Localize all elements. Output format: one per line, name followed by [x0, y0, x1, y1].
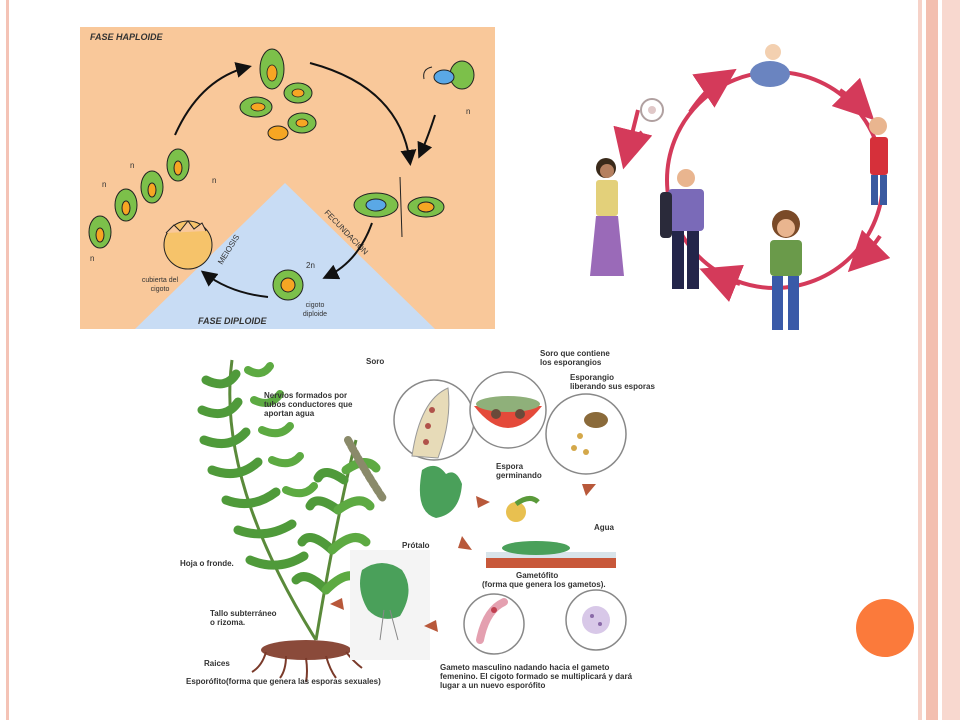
- gamete-caption-line3: lugar a un nuevo esporófito: [440, 681, 545, 690]
- fertile-pinna: [344, 436, 388, 504]
- frond-label: Hoja o fronde.: [180, 559, 234, 568]
- alga-life-cycle-diagram: FASE HAPLOIDE FASE DIPLOIDE MEIOSIS FECU…: [80, 27, 495, 329]
- young-sporophyte: [350, 550, 430, 660]
- sporangium-detail-circle: [545, 393, 627, 475]
- egg-cell-icon: [640, 98, 664, 122]
- rhizome-roots: [251, 640, 363, 683]
- accent-circle: [856, 599, 914, 657]
- zygote-label-line1: cigoto: [306, 302, 325, 309]
- germinating-spore: [506, 496, 540, 522]
- cycle-arrow: [688, 68, 737, 114]
- gamete-caption-line2: femenino. El cigoto formado se multiplic…: [440, 672, 633, 681]
- n-label: n: [90, 254, 94, 263]
- rhizome-label-line1: Tallo subterráneo: [210, 609, 277, 618]
- zygote: [272, 269, 304, 301]
- soro-detail-circle: [393, 379, 475, 461]
- spore-label-line1: Espora: [496, 462, 524, 471]
- cycle-arrow: [309, 62, 417, 166]
- cycle-arrow: [699, 264, 744, 302]
- spore-cells: [88, 148, 190, 249]
- haploid-phase-label: FASE HAPLOIDE: [90, 32, 164, 42]
- gametophyte-label-line2: (forma que genera los gametos).: [482, 580, 606, 589]
- human-life-cycle-illustration: [590, 40, 900, 332]
- gametophyte-label-line1: Gametófito: [516, 571, 558, 580]
- cycle-arrow: [174, 62, 252, 136]
- slide-frame-right-outer: [942, 0, 960, 720]
- child-figure: [869, 117, 888, 205]
- water-label: Agua: [594, 523, 615, 532]
- fern-frond: [197, 359, 318, 641]
- diploid-2n-label: 2n: [306, 261, 315, 270]
- prothallus: [419, 465, 462, 518]
- zygote-wall-label-line1: cubierta del: [142, 277, 179, 284]
- n-label: n: [466, 107, 470, 116]
- gamete-detail-circle: [463, 593, 525, 655]
- zygote-wall: [163, 220, 213, 270]
- zygote-label-line2: diploide: [303, 311, 327, 318]
- n-label: n: [130, 161, 134, 170]
- sporangia-label-line1: Soro que contiene: [540, 349, 610, 358]
- veins-label-line3: aportan agua: [264, 409, 315, 418]
- zygote-wall-label-line2: cigoto: [151, 286, 170, 293]
- spore-label-line2: germinando: [496, 471, 542, 480]
- sporangia-detail-circle: [469, 371, 547, 449]
- teenager-figure: [770, 210, 802, 330]
- cycle-arrow: [322, 222, 373, 280]
- adult-woman-figure: [590, 158, 624, 276]
- sporangium-label-line2: liberando sus esporas: [570, 382, 655, 391]
- cycle-arrows: [330, 484, 596, 632]
- gamete-caption-line1: Gameto masculino nadando hacia el gameto: [440, 663, 609, 672]
- sporophyte-label: Esporófito(forma que genera las esporas …: [186, 677, 381, 686]
- fern-life-cycle-diagram: Soro Soro que contiene los esporangios E…: [176, 340, 696, 700]
- diploid-triangle: [135, 183, 435, 329]
- slide-frame-right-inner: [918, 0, 922, 720]
- adult-man-figure: [660, 169, 704, 289]
- baby-figure: [750, 44, 790, 87]
- veins-label-line2: tubos conductores que: [264, 400, 353, 409]
- n-label: n: [212, 176, 216, 185]
- fern-frond: [291, 439, 381, 641]
- fusing-gametes: [353, 176, 445, 238]
- gamete-detail-circle: [565, 589, 627, 651]
- gametophyte-on-water: [486, 541, 616, 568]
- rhizome-label-line2: o rizoma.: [210, 618, 245, 627]
- cycle-arrow: [417, 114, 436, 159]
- gamete: [423, 60, 475, 90]
- diploid-phase-label: FASE DIPLOIDE: [198, 316, 268, 326]
- slide-frame-left: [6, 0, 9, 720]
- sporangium-label-line1: Esporangio: [570, 373, 614, 382]
- slide-frame-right-middle: [926, 0, 938, 720]
- gamete-cluster: [239, 48, 317, 141]
- cycle-arrow: [831, 77, 875, 121]
- cycle-arrow: [847, 229, 891, 273]
- soro-label: Soro: [366, 357, 384, 366]
- sporangia-label-line2: los esporangios: [540, 358, 602, 367]
- veins-label-line1: Nervios formados por: [264, 391, 347, 400]
- n-label: n: [102, 180, 106, 189]
- roots-label: Raices: [204, 659, 230, 668]
- prothallus-label: Prótalo: [402, 541, 430, 550]
- cycle-arrow: [613, 109, 653, 170]
- cycle-arrow: [200, 270, 269, 298]
